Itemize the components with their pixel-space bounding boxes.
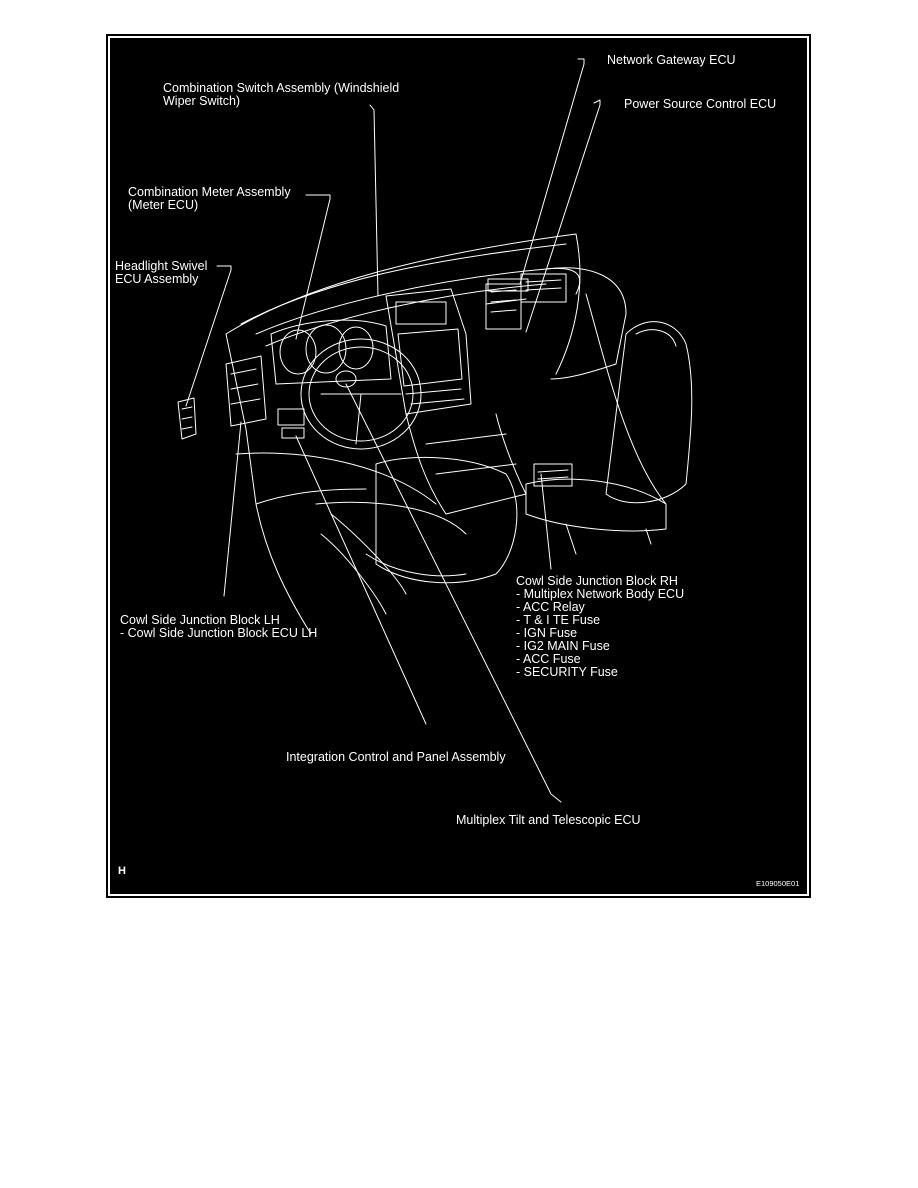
- label-line: Cowl Side Junction Block RH: [516, 574, 678, 588]
- passenger-seat-back: [605, 321, 693, 504]
- label-line: - ACC Fuse: [516, 652, 581, 666]
- figure-corner-letter: H: [118, 865, 126, 877]
- label-power-source-control-ecu: Power Source Control ECU: [624, 97, 777, 111]
- label-line: - Cowl Side Junction Block ECU LH: [120, 626, 318, 640]
- label-line: Combination Meter Assembly: [128, 185, 291, 199]
- leader-power-source: [525, 99, 601, 333]
- label-line: - SECURITY Fuse: [516, 665, 618, 679]
- label-multiplex-tilt-telescopic-ecu: Multiplex Tilt and Telescopic ECU: [456, 813, 641, 827]
- diagram-figure: Network Gateway ECU Power Source Control…: [106, 34, 811, 898]
- label-line: - IGN Fuse: [516, 626, 578, 640]
- leader-cowl-side-rh: [540, 473, 552, 570]
- label-line: (Meter ECU): [128, 198, 199, 212]
- label-cowl-side-junction-block-lh: Cowl Side Junction Block LH - Cowl Side …: [120, 614, 317, 640]
- meter-gauge-right: [338, 326, 374, 370]
- dash-top-edge: [225, 233, 577, 335]
- label-combination-meter: Combination Meter Assembly (Meter ECU): [128, 186, 291, 212]
- junction-block-rh: [533, 463, 573, 487]
- leader-cowl-side-lh: [223, 421, 242, 597]
- integration-panel: [277, 408, 305, 426]
- label-line: - ACC Relay: [516, 600, 585, 614]
- ecu-box-passenger: [485, 283, 522, 330]
- leader-headlight-swivel: [185, 265, 232, 407]
- label-line: - Multiplex Network Body ECU: [516, 587, 685, 601]
- leader-integration-control: [295, 435, 427, 725]
- label-line: Headlight Swivel: [115, 259, 208, 273]
- label-cowl-side-junction-block-rh: Cowl Side Junction Block RH - Multiplex …: [516, 575, 684, 679]
- junction-block-lh: [225, 355, 267, 427]
- passenger-seat-cushion: [525, 478, 667, 532]
- leader-combination-switch: [369, 104, 379, 297]
- label-integration-control-panel: Integration Control and Panel Assembly: [286, 750, 506, 764]
- label-line: Cowl Side Junction Block LH: [120, 613, 280, 627]
- label-line: - T & I TE Fuse: [516, 613, 601, 627]
- label-line: - IG2 MAIN Fuse: [516, 639, 610, 653]
- interior-line-drawing: [177, 58, 693, 803]
- label-combination-switch: Combination Switch Assembly (Windshield …: [163, 82, 399, 108]
- leader-tilt-telescopic: [345, 383, 562, 803]
- label-line: ECU Assembly: [115, 272, 199, 286]
- leader-combination-meter: [295, 194, 331, 340]
- figure-code: E109050E01: [756, 879, 800, 888]
- center-stack: [385, 288, 472, 415]
- label-headlight-swivel: Headlight Swivel ECU Assembly: [115, 260, 207, 286]
- driver-seat-cushion: [375, 456, 518, 584]
- steering-wheel: [300, 338, 422, 450]
- leader-network-gateway: [519, 58, 585, 285]
- label-line: Wiper Switch): [163, 94, 241, 108]
- label-network-gateway-ecu: Network Gateway ECU: [607, 53, 736, 67]
- meter-gauge-left: [279, 329, 317, 375]
- label-line: Combination Switch Assembly (Windshield: [163, 81, 400, 95]
